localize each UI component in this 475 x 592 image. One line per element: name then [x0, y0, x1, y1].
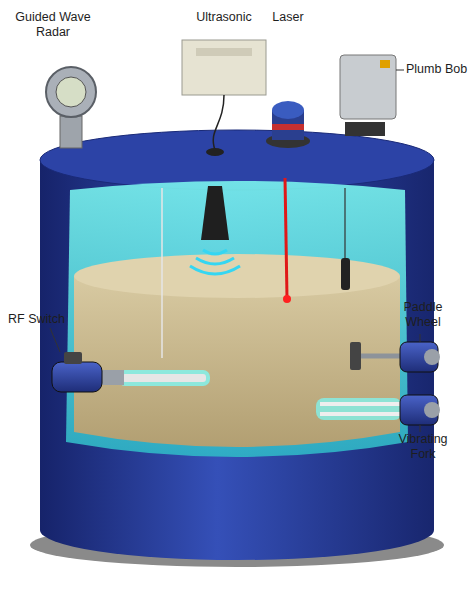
part-label: Plumb Bob	[406, 62, 472, 77]
plumb-weight	[341, 258, 350, 290]
plumb-wire	[344, 188, 345, 258]
sound-wave	[196, 258, 234, 264]
fork-glow	[316, 398, 402, 420]
sound-wave	[190, 266, 240, 274]
ultrasonic-controller	[182, 40, 266, 95]
radar-display	[56, 77, 86, 107]
radar-probe	[161, 188, 163, 358]
laser-band	[272, 124, 304, 130]
part-label: Guided Wave Radar	[8, 10, 98, 40]
tank-body	[40, 160, 434, 560]
laser-spot	[283, 295, 291, 303]
radar-neck	[60, 116, 82, 148]
warning-sticker	[380, 60, 390, 68]
leader-line	[420, 334, 421, 342]
fork-tine	[320, 402, 402, 406]
part-label: Ultrasonic	[182, 10, 266, 25]
fork-cap	[424, 402, 440, 418]
controller-plate	[196, 48, 252, 56]
paddle-cap	[424, 349, 440, 365]
paddle-blade	[350, 342, 361, 370]
radar-housing	[46, 67, 96, 117]
plumb-mount	[345, 122, 385, 136]
rf-probe	[122, 374, 206, 382]
laser-beam	[285, 178, 287, 298]
ultrasonic-horn	[201, 186, 229, 240]
fork-tine	[320, 412, 402, 416]
plumb-bob-housing	[340, 55, 396, 119]
paddle-shaft	[360, 354, 402, 359]
leader-line	[50, 328, 60, 352]
ultrasonic-transducer	[206, 148, 224, 156]
rf-fitting	[100, 370, 124, 385]
part-label: Paddle Wheel	[388, 300, 458, 330]
cutaway-window	[66, 181, 408, 457]
rf-cable-gland	[64, 352, 82, 364]
solid-surface	[74, 254, 400, 298]
part-label: Vibrating Fork	[388, 432, 458, 462]
laser-dome	[272, 101, 304, 119]
sound-wave	[203, 250, 227, 254]
probe-glow	[118, 370, 210, 386]
part-label: RF Switch	[8, 312, 88, 327]
leader-line	[396, 70, 404, 71]
tank-roof	[40, 130, 434, 190]
bulk-solid	[74, 276, 400, 447]
leader-line	[420, 425, 421, 432]
part-label: Laser	[258, 10, 318, 25]
rf-switch-housing	[52, 362, 102, 392]
sensor-cable	[213, 95, 224, 150]
